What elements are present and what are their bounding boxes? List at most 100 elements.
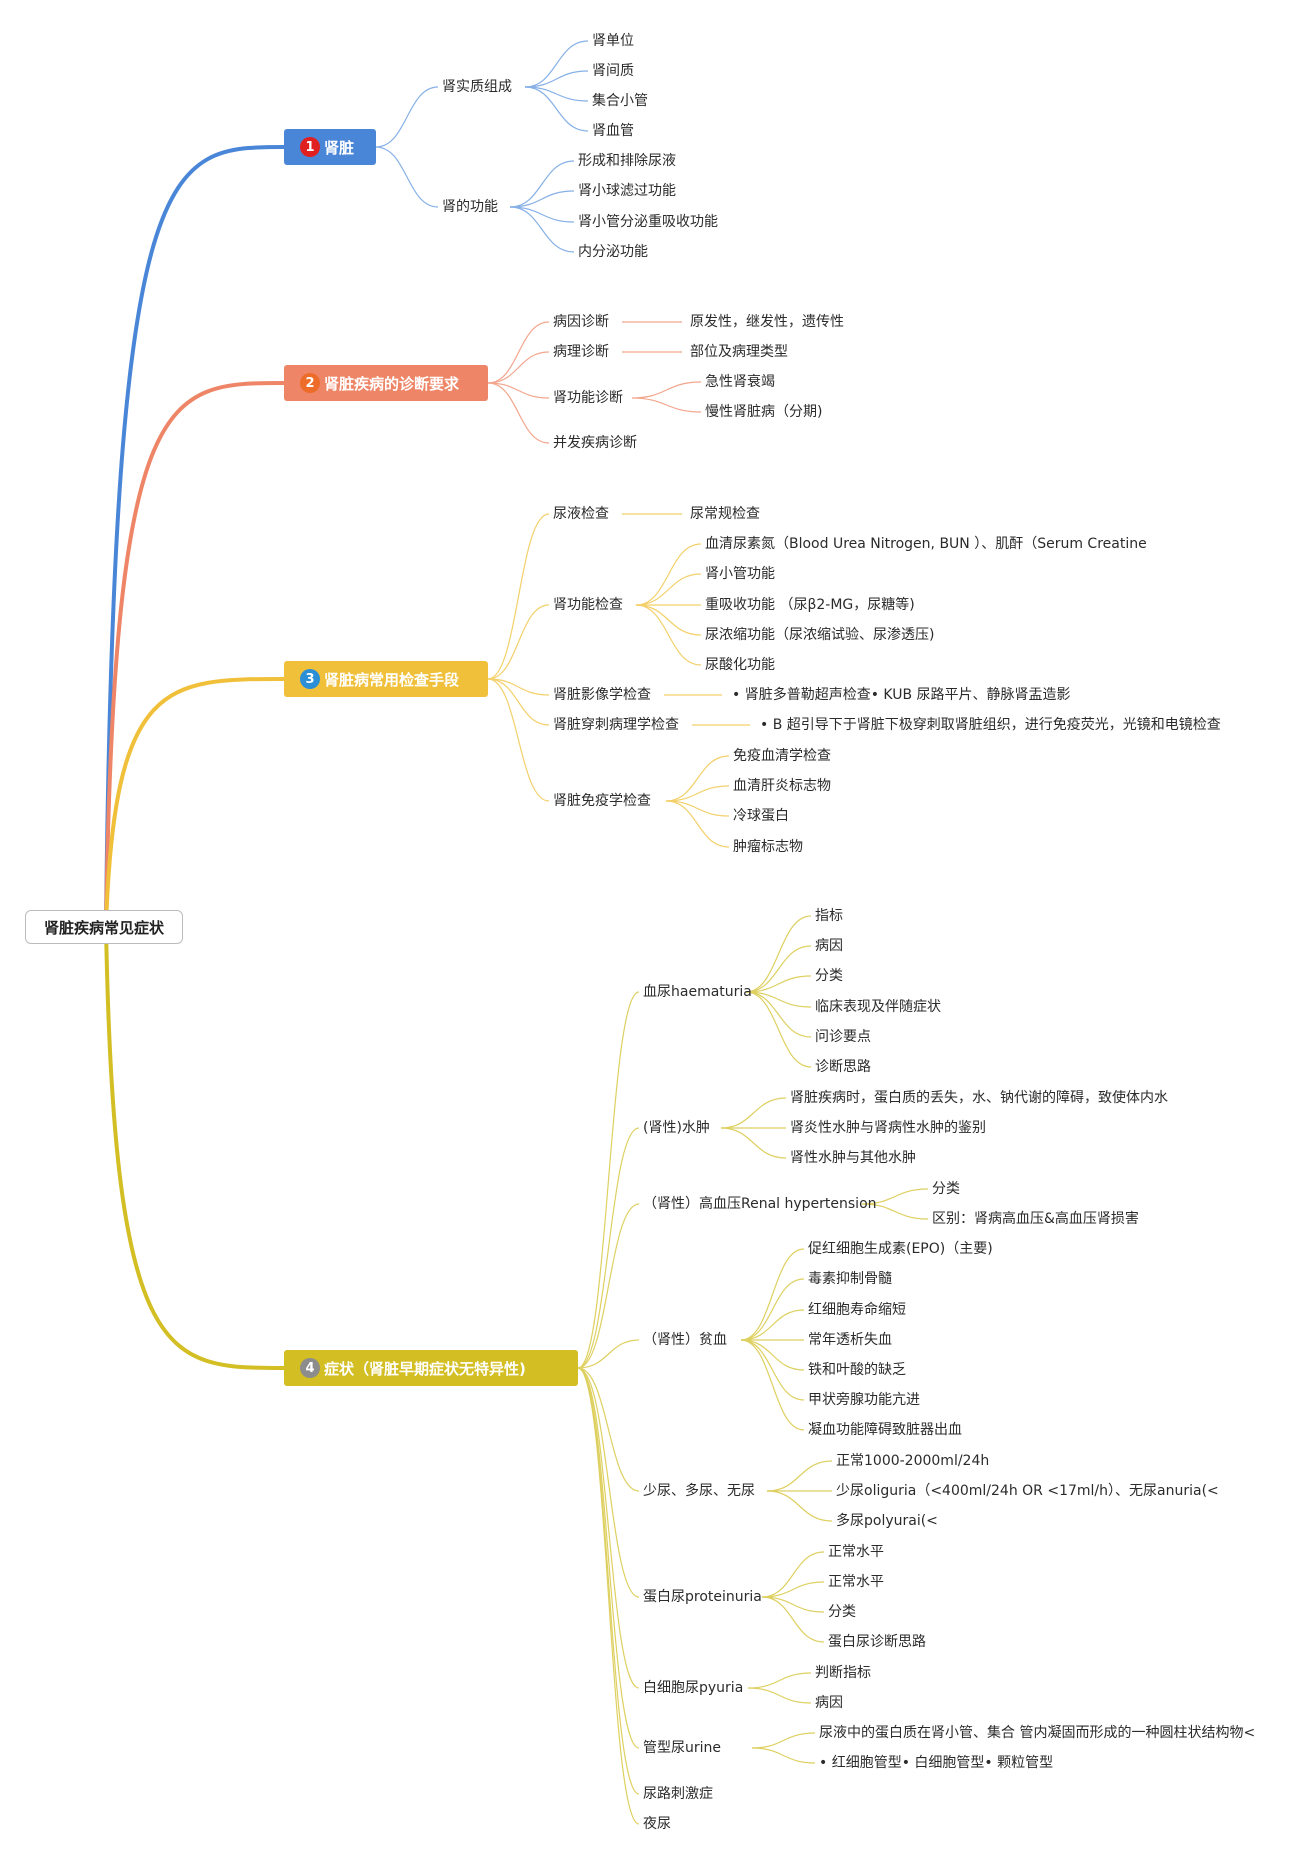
node-tumor-markers[interactable]: 肿瘤标志物	[733, 839, 803, 855]
node-hematuria-cause[interactable]: 病因	[815, 938, 843, 954]
node-irritation[interactable]: 尿路刺激症	[643, 1786, 713, 1802]
node-imaging-detail[interactable]: • 肾脏多普勒超声检查• KUB 尿路平片、静脉肾盂造影	[732, 687, 1071, 703]
node-hyperparathyroid[interactable]: 甲状旁腺功能亢进	[808, 1392, 920, 1408]
node-concentration[interactable]: 尿浓缩功能（尿浓缩试验、尿渗透压)	[705, 627, 935, 643]
node-complication-dx[interactable]: 并发疾病诊断	[553, 435, 637, 451]
root-node[interactable]: 肾脏疾病常见症状	[25, 910, 183, 944]
connector-curve	[635, 573, 702, 606]
connector-curve	[635, 604, 702, 666]
node-edema-differential[interactable]: 肾炎性水肿与肾病性水肿的鉴别	[790, 1120, 986, 1136]
node-protein-normal-2[interactable]: 正常水平	[828, 1574, 884, 1590]
connector-curve	[487, 604, 550, 680]
connector-curve	[509, 190, 575, 208]
node-iron-folate[interactable]: 铁和叶酸的缺乏	[808, 1362, 906, 1378]
node-edema-other[interactable]: 肾性水肿与其他水肿	[790, 1150, 916, 1166]
connector-curve	[509, 206, 575, 223]
node-cast-definition[interactable]: 尿液中的蛋白质在肾小管、集合 管内凝固而形成的一种圆柱状结构物<	[819, 1725, 1256, 1741]
node-rbc-lifespan[interactable]: 红细胞寿命缩短	[808, 1302, 906, 1318]
node-hematuria-class[interactable]: 分类	[815, 968, 843, 984]
node-reabsorption[interactable]: 重吸收功能 （尿β2-MG，尿糖等)	[705, 597, 915, 613]
node-renal-parenchyma[interactable]: 肾实质组成	[442, 79, 512, 95]
node-edema-cause[interactable]: 肾脏疾病时，蛋白质的丢失，水、钠代谢的障碍，致使体内水	[790, 1090, 1168, 1106]
node-function-dx[interactable]: 肾功能诊断	[553, 390, 623, 406]
node-renal-function-exam[interactable]: 肾功能检查	[553, 597, 623, 613]
node-hematuria[interactable]: 血尿haematuria	[643, 984, 752, 1000]
branch-kidney[interactable]: 1 肾脏	[284, 129, 376, 165]
node-interstitium[interactable]: 肾间质	[592, 63, 634, 79]
node-tubule-function[interactable]: 肾小管功能	[705, 566, 775, 582]
node-pathology-dx[interactable]: 病理诊断	[553, 344, 609, 360]
node-acidification[interactable]: 尿酸化功能	[705, 657, 775, 673]
connector-curve	[487, 321, 550, 384]
branch-trunk	[104, 677, 286, 929]
node-cast-types[interactable]: • 红细胞管型• 白细胞管型• 颗粒管型	[819, 1755, 1054, 1771]
node-toxin-marrow[interactable]: 毒素抑制骨髓	[808, 1271, 892, 1287]
node-hematuria-dx[interactable]: 诊断思路	[815, 1059, 871, 1075]
node-nocturia[interactable]: 夜尿	[643, 1816, 671, 1832]
connector-curve	[761, 1596, 825, 1613]
node-bun-creatinine[interactable]: 血清尿素氮（Blood Urea Nitrogen, BUN ）、肌酐（Seru…	[705, 536, 1147, 552]
node-imaging[interactable]: 肾脏影像学检查	[553, 687, 651, 703]
node-hypertension-diff[interactable]: 区别：肾病高血压&高血压肾损害	[932, 1211, 1139, 1227]
connector-curve	[740, 1339, 805, 1431]
node-biopsy[interactable]: 肾脏穿刺病理学检查	[553, 717, 679, 733]
node-kidney-function[interactable]: 肾的功能	[442, 199, 498, 215]
node-hypertension-class[interactable]: 分类	[932, 1181, 960, 1197]
node-epo[interactable]: 促红细胞生成素(EPO)（主要)	[808, 1241, 993, 1257]
node-hematuria-inquiry[interactable]: 问诊要点	[815, 1029, 871, 1045]
connector-curve	[761, 1581, 825, 1598]
connector-curve	[577, 1367, 640, 1598]
node-cryoglobulin[interactable]: 冷球蛋白	[733, 808, 789, 824]
node-protein-class[interactable]: 分类	[828, 1604, 856, 1620]
connector-curve	[720, 1097, 787, 1129]
node-anemia[interactable]: （肾性）贫血	[643, 1332, 727, 1348]
node-normal-volume[interactable]: 正常1000-2000ml/24h	[836, 1453, 990, 1469]
node-urine-exam[interactable]: 尿液检查	[553, 506, 609, 522]
node-polyuria[interactable]: 多尿polyurai(<	[836, 1513, 938, 1529]
node-renal-vessel[interactable]: 肾血管	[592, 123, 634, 139]
node-urine-formation[interactable]: 形成和排除尿液	[578, 153, 676, 169]
node-hypertension[interactable]: （肾性）高血压Renal hypertension	[643, 1196, 877, 1212]
connector-curve	[577, 1367, 640, 1689]
connector-curve	[635, 604, 702, 636]
node-endocrine[interactable]: 内分泌功能	[578, 244, 648, 260]
node-protein-dx[interactable]: 蛋白尿诊断思路	[828, 1634, 926, 1650]
branch-exams[interactable]: 3 肾脏病常用检查手段	[284, 661, 488, 697]
branch-symptoms[interactable]: 4 症状（肾脏早期症状无特异性)	[284, 1350, 578, 1386]
branch-diagnosis[interactable]: 2 肾脏疾病的诊断要求	[284, 365, 488, 401]
node-edema[interactable]: (肾性)水肿	[643, 1120, 710, 1136]
node-dialysis-loss[interactable]: 常年透析失血	[808, 1332, 892, 1348]
node-immunology[interactable]: 肾脏免疫学检查	[553, 793, 651, 809]
badge-1-icon: 1	[300, 137, 320, 157]
node-pyuria-cause[interactable]: 病因	[815, 1695, 843, 1711]
node-immune-serology[interactable]: 免疫血清学检查	[733, 748, 831, 764]
node-collecting-duct[interactable]: 集合小管	[592, 93, 648, 109]
node-protein-normal-1[interactable]: 正常水平	[828, 1544, 884, 1560]
node-pyuria[interactable]: 白细胞尿pyuria	[643, 1680, 744, 1696]
node-oliguria[interactable]: 少尿oliguria（<400ml/24h OR <17ml/h）、无尿anur…	[836, 1483, 1219, 1499]
node-glomerular-filtration[interactable]: 肾小球滤过功能	[578, 183, 676, 199]
connector-curve	[745, 975, 812, 993]
node-biopsy-detail[interactable]: • B 超引导下于肾脏下极穿刺取肾脏组织，进行免疫荧光，光镜和电镜检查	[760, 717, 1221, 733]
connector-curve	[761, 1551, 825, 1598]
node-hematuria-index[interactable]: 指标	[815, 908, 843, 924]
node-routine-urine[interactable]: 尿常规检查	[690, 506, 760, 522]
node-acute-renal-failure[interactable]: 急性肾衰竭	[705, 374, 775, 390]
node-proteinuria[interactable]: 蛋白尿proteinuria	[643, 1589, 762, 1605]
node-coagulation[interactable]: 凝血功能障碍致脏器出血	[808, 1422, 962, 1438]
node-etiology-detail[interactable]: 原发性，继发性，遗传性	[690, 314, 844, 330]
connector-curve	[745, 991, 812, 1038]
node-hematuria-clinical[interactable]: 临床表现及伴随症状	[815, 999, 941, 1015]
node-ckd[interactable]: 慢性肾脏病（分期)	[705, 404, 823, 420]
node-hepatitis-markers[interactable]: 血清肝炎标志物	[733, 778, 831, 794]
node-casts[interactable]: 管型尿urine	[643, 1740, 722, 1756]
connector-curve	[487, 513, 550, 680]
node-etiology-dx[interactable]: 病因诊断	[553, 314, 609, 330]
node-tubular-function[interactable]: 肾小管分泌重吸收功能	[578, 214, 718, 230]
node-urine-volume[interactable]: 少尿、多尿、无尿	[643, 1483, 755, 1499]
node-pathology-detail[interactable]: 部位及病理类型	[690, 344, 788, 360]
node-pyuria-index[interactable]: 判断指标	[815, 1665, 871, 1681]
connector-curve	[375, 86, 439, 148]
node-nephron[interactable]: 肾单位	[592, 33, 634, 49]
